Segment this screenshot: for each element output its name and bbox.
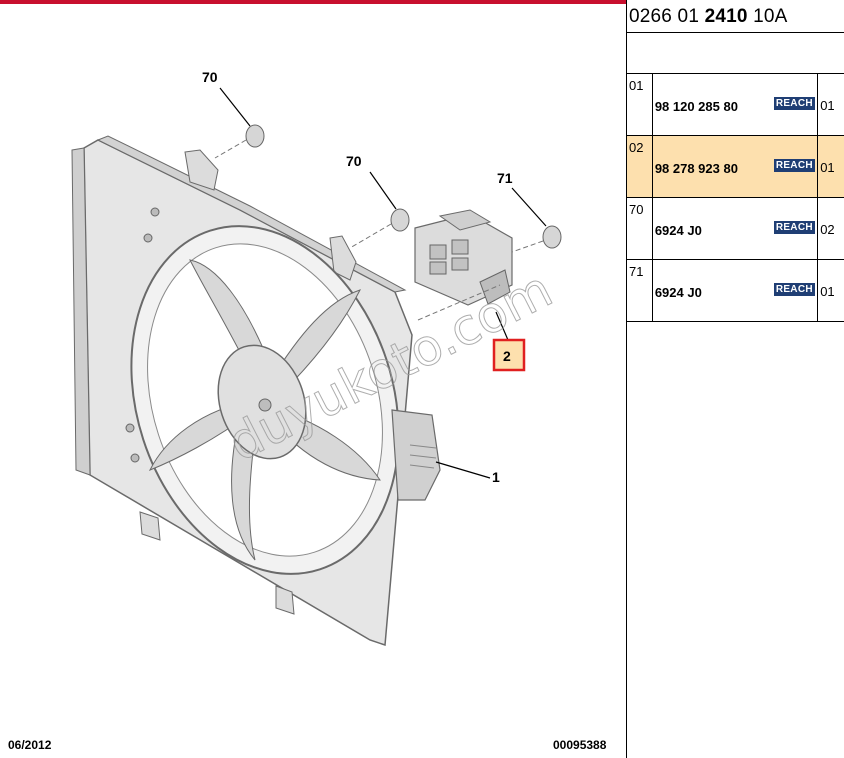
parts-table: 01 98 120 285 80 REACH 01 02 98 278 923 … — [627, 74, 844, 322]
table-row[interactable]: 71 6924 J0 REACH 01 — [627, 259, 844, 322]
part-number[interactable]: 6924 J0 — [654, 223, 702, 238]
row-index: 01 — [627, 74, 653, 136]
screw-71[interactable] — [511, 225, 562, 253]
reference-bold: 2410 — [704, 6, 748, 27]
row-reference-cell: 6924 J0 REACH — [651, 259, 819, 322]
screw-70-middle[interactable] — [349, 208, 410, 249]
row-reference-cell: 6924 J0 REACH — [651, 197, 819, 260]
reference-header: 0266 01 2410 10A — [627, 0, 844, 33]
reference-suffix: 10A — [747, 6, 788, 27]
reach-badge: REACH — [773, 159, 815, 172]
part-number[interactable]: 98 120 285 80 — [654, 99, 738, 114]
reach-badge: REACH — [773, 221, 815, 234]
callout-2-highlight[interactable]: 2 — [492, 338, 526, 372]
callout-1: 1 — [492, 469, 500, 485]
part-number[interactable]: 98 278 923 80 — [654, 161, 738, 176]
exploded-parts-diagram: 70 70 71 1 2 duyukoto.com — [71, 69, 562, 647]
row-index: 71 — [627, 259, 653, 322]
callout-70-left: 70 — [202, 69, 218, 85]
reach-badge: REACH — [773, 97, 815, 110]
table-row[interactable]: 70 6924 J0 REACH 02 — [627, 197, 844, 260]
footer-code: 00095388 — [553, 738, 607, 752]
top-accent-bar — [0, 0, 626, 4]
reach-badge: REACH — [773, 283, 815, 296]
parts-panel: 0266 01 2410 10A 01 98 120 285 80 REACH … — [627, 0, 844, 322]
row-index: 70 — [627, 197, 653, 260]
callout-2: 2 — [503, 348, 511, 364]
callout-71: 71 — [497, 170, 513, 186]
callout-70-middle: 70 — [346, 153, 362, 169]
row-index: 02 — [627, 135, 653, 198]
row-quantity: 01 — [817, 259, 844, 322]
reference-subheader — [627, 33, 844, 74]
row-quantity: 02 — [817, 197, 844, 260]
row-reference-cell: 98 120 285 80 REACH — [651, 74, 819, 136]
panel-divider — [626, 0, 627, 758]
connector-part[interactable] — [414, 209, 513, 321]
fan-motor[interactable] — [391, 409, 441, 501]
row-quantity: 01 — [817, 135, 844, 198]
table-row-selected[interactable]: 02 98 278 923 80 REACH 01 — [627, 135, 844, 198]
fan-rotor[interactable] — [88, 191, 441, 609]
table-row[interactable]: 01 98 120 285 80 REACH 01 — [627, 74, 844, 136]
part-number[interactable]: 6924 J0 — [654, 285, 702, 300]
row-reference-cell: 98 278 923 80 REACH — [651, 135, 819, 198]
footer-date: 06/2012 — [8, 738, 52, 752]
screw-70-left[interactable] — [214, 124, 265, 159]
reference-prefix: 0266 01 — [629, 6, 705, 27]
row-quantity: 01 — [817, 74, 844, 136]
